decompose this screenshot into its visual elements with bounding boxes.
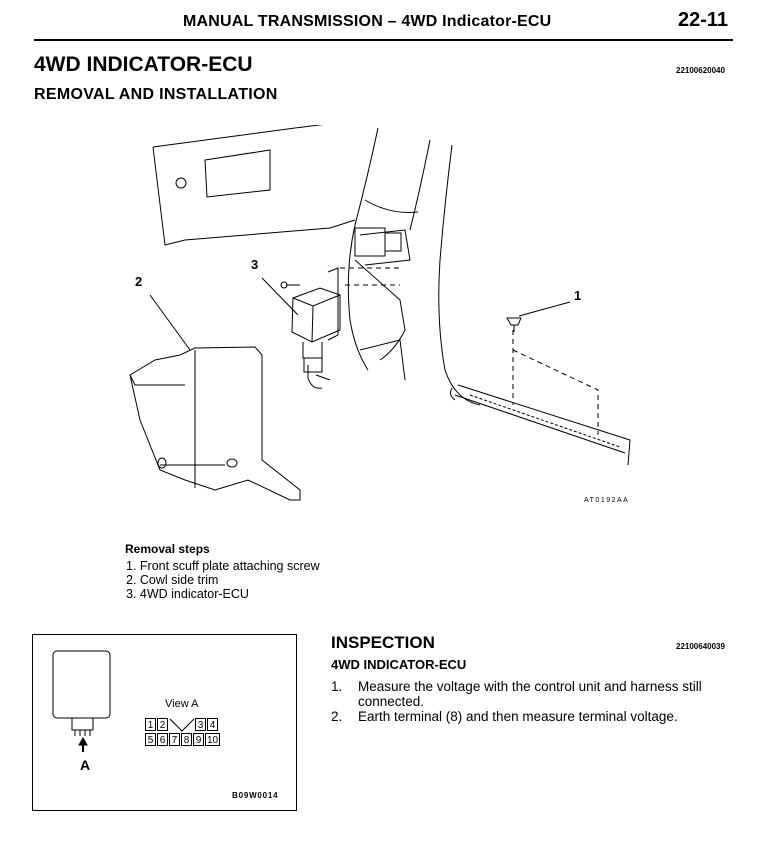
terminal-3: 3 <box>195 718 206 731</box>
connector-terminal-diagram: 1 2 3 4 5 6 7 8 9 10 <box>145 718 230 748</box>
inspection-item-number: 2. <box>331 709 343 724</box>
callout-1: 1 <box>574 288 582 303</box>
terminal-5: 5 <box>145 733 156 746</box>
terminal-7: 7 <box>169 733 180 746</box>
callout-3: 3 <box>251 257 259 272</box>
terminal-8: 8 <box>181 733 192 746</box>
callout-2: 2 <box>135 274 143 289</box>
terminal-4: 4 <box>207 718 218 731</box>
section-subtitle: REMOVAL AND INSTALLATION <box>34 86 278 103</box>
figure-code: AT0192AA <box>584 497 630 504</box>
removal-step: 3. 4WD indicator-ECU <box>126 587 249 601</box>
terminal-10: 10 <box>205 733 220 746</box>
section-code: 22100620040 <box>676 66 725 75</box>
terminal-6: 6 <box>157 733 168 746</box>
inspection-figure-box <box>32 634 297 811</box>
inspection-item-number: 1. <box>331 679 343 694</box>
terminal-1: 1 <box>145 718 156 731</box>
terminal-2: 2 <box>157 718 168 731</box>
page-number: 22-11 <box>678 9 729 31</box>
inspection-figure-code: B09W0014 <box>232 791 279 800</box>
inspection-subtitle: 4WD INDICATOR-ECU <box>331 657 467 672</box>
removal-steps-title: Removal steps <box>125 542 210 556</box>
removal-step: 1. Front scuff plate attaching screw <box>126 559 320 573</box>
inspection-item: 2. Earth terminal (8) and then measure t… <box>331 709 732 724</box>
terminal-9: 9 <box>193 733 204 746</box>
running-header-title: MANUAL TRANSMISSION – 4WD Indicator-ECU <box>183 13 552 30</box>
inspection-item-text: Measure the voltage with the control uni… <box>358 679 702 709</box>
inspection-item: 1. Measure the voltage with the control … <box>331 679 732 709</box>
removal-steps-list: 1. Front scuff plate attaching screw 2. … <box>126 559 320 601</box>
removal-illustration <box>129 125 631 501</box>
view-arrow-label: A <box>80 757 91 773</box>
connector-key-notch <box>169 718 195 732</box>
inspection-code: 22100640039 <box>676 642 725 651</box>
ecu-connector-illustration <box>52 650 111 752</box>
inspection-title: INSPECTION <box>331 633 435 652</box>
removal-step: 2. Cowl side trim <box>126 573 219 587</box>
inspection-item-text: Earth terminal (8) and then measure term… <box>358 709 678 724</box>
header-rule <box>34 39 733 41</box>
section-title: 4WD INDICATOR-ECU <box>34 53 253 76</box>
view-a-label: View A <box>165 698 199 710</box>
inspection-list: 1. Measure the voltage with the control … <box>331 679 732 724</box>
